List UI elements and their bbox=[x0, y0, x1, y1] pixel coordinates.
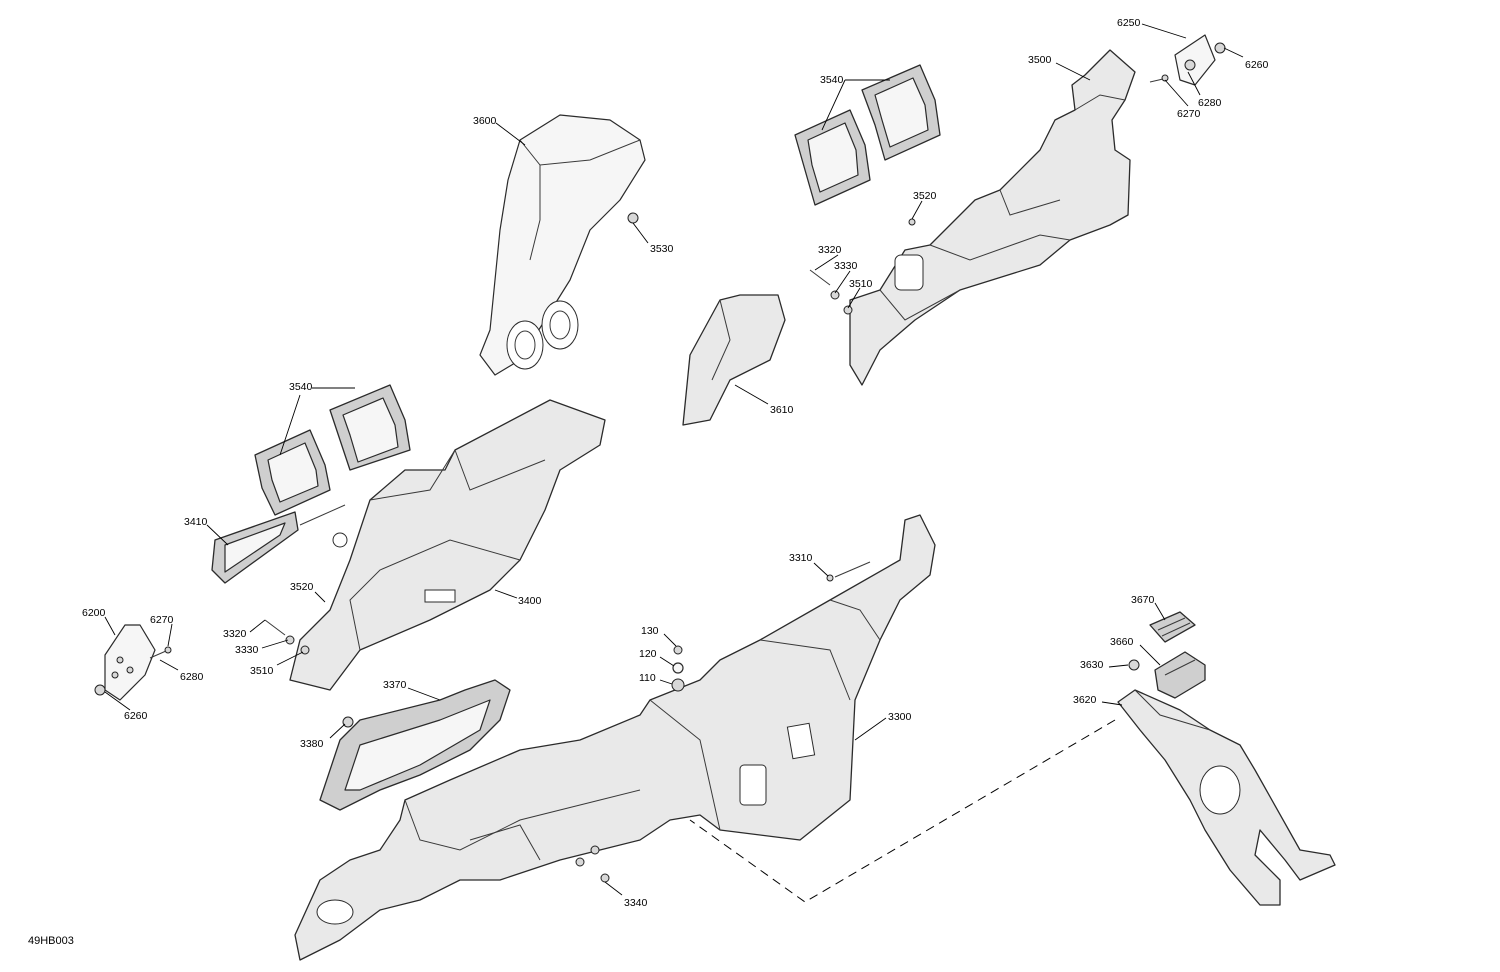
fasteners-right bbox=[809, 218, 916, 315]
tray-3370 bbox=[319, 679, 511, 811]
callout-3510: 3510 bbox=[849, 278, 873, 290]
callout-3630: 3630 bbox=[1080, 659, 1104, 671]
reference-dashed-line bbox=[689, 719, 1116, 903]
callout-3670: 3670 bbox=[1131, 594, 1155, 606]
callout-130: 130 bbox=[641, 625, 659, 637]
callout-3510: 3510 bbox=[250, 665, 274, 677]
callout-110: 110 bbox=[639, 672, 656, 684]
grille-3540-left bbox=[254, 384, 411, 516]
callout-3370: 3370 bbox=[383, 679, 407, 691]
vent-3410 bbox=[211, 511, 299, 584]
callout-3380: 3380 bbox=[300, 738, 324, 750]
panel-3620 bbox=[1117, 689, 1336, 906]
leader-lines bbox=[104, 23, 1244, 896]
callout-3520: 3520 bbox=[290, 581, 314, 593]
cover-3670 bbox=[1149, 611, 1196, 643]
hardware-6250 bbox=[1149, 34, 1226, 86]
floor-panel-3300 bbox=[294, 514, 936, 961]
callout-3400: 3400 bbox=[518, 595, 542, 607]
callout-3540: 3540 bbox=[289, 381, 313, 393]
clip-3630 bbox=[1128, 659, 1140, 671]
callout-3410: 3410 bbox=[184, 516, 208, 528]
callout-3610: 3610 bbox=[770, 404, 794, 416]
drawing-id: 49HB003 bbox=[28, 935, 74, 947]
duct-3600 bbox=[479, 114, 646, 376]
callout-6200: 6200 bbox=[82, 607, 106, 619]
callout-3320: 3320 bbox=[818, 244, 842, 256]
fasteners-110-130 bbox=[671, 645, 685, 692]
callout-6270: 6270 bbox=[1177, 108, 1201, 120]
callout-3340: 3340 bbox=[624, 897, 648, 909]
callout-120: 120 bbox=[639, 648, 657, 660]
callout-3540: 3540 bbox=[820, 74, 844, 86]
seal-3610 bbox=[682, 294, 786, 426]
callout-6280: 6280 bbox=[1198, 97, 1222, 109]
bracket-6200 bbox=[94, 624, 172, 701]
callout-3520: 3520 bbox=[913, 190, 937, 202]
callout-3330: 3330 bbox=[834, 260, 858, 272]
callout-3500: 3500 bbox=[1028, 54, 1052, 66]
callout-3660: 3660 bbox=[1110, 636, 1134, 648]
box-3660 bbox=[1154, 651, 1206, 699]
grille-3540-top bbox=[794, 64, 941, 206]
callout-6260: 6260 bbox=[124, 710, 148, 722]
callout-3310: 3310 bbox=[789, 552, 813, 564]
panel-3400 bbox=[289, 399, 606, 691]
callout-3300: 3300 bbox=[888, 711, 912, 723]
callout-3600: 3600 bbox=[473, 115, 497, 127]
callout-3530: 3530 bbox=[650, 243, 674, 255]
panel-3500 bbox=[849, 49, 1136, 386]
callout-6250: 6250 bbox=[1117, 17, 1141, 29]
callout-6260: 6260 bbox=[1245, 59, 1269, 71]
callout-3330: 3330 bbox=[235, 644, 259, 656]
callout-3620: 3620 bbox=[1073, 694, 1097, 706]
callout-labels: 6250 6260 6280 6270 3500 3540 3600 3530 … bbox=[82, 17, 1269, 909]
callout-6270: 6270 bbox=[150, 614, 174, 626]
callout-6280: 6280 bbox=[180, 671, 204, 683]
callout-3320: 3320 bbox=[223, 628, 247, 640]
